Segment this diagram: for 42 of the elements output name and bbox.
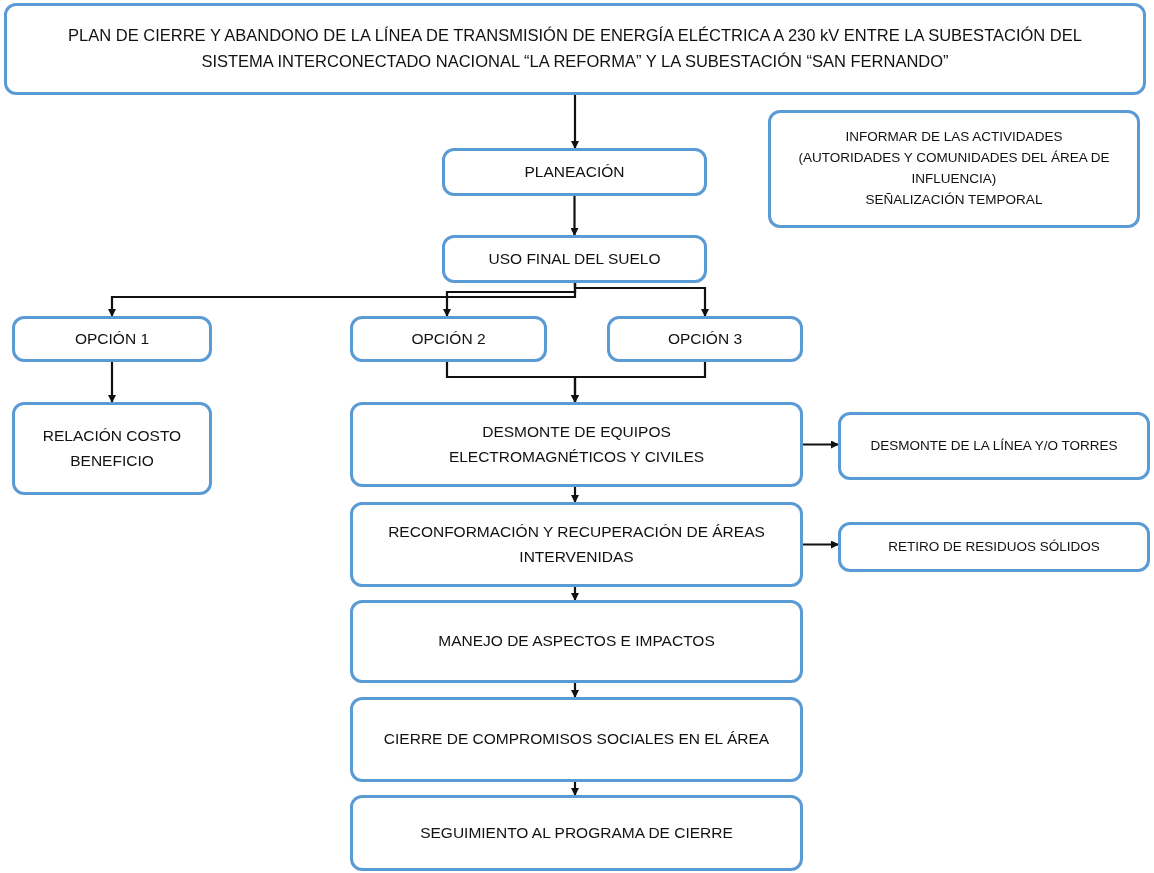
arrow — [108, 362, 116, 403]
process-box — [442, 235, 707, 283]
box-label: OPCIÓN 1 — [74, 329, 150, 349]
box-label: RETIRO DE RESIDUOS SÓLIDOS — [888, 537, 1100, 556]
process-box — [350, 795, 803, 871]
process-box — [350, 600, 803, 683]
process-box — [838, 522, 1150, 572]
process-box — [350, 402, 803, 487]
process-box — [768, 110, 1140, 228]
arrow — [570, 196, 579, 236]
arrow — [571, 683, 579, 698]
box-label: OPCIÓN 3 — [667, 329, 743, 349]
box-label: DESMONTE DE LA LÍNEA Y/O TORRES — [870, 436, 1118, 455]
arrow — [571, 487, 579, 503]
process-box — [4, 3, 1146, 95]
process-box — [442, 148, 707, 196]
box-label: DESMONTE DE EQUIPOS ELECTROMAGNÉTICOS Y CIVILES — [447, 422, 706, 467]
box-label: USO FINAL DEL SUELO — [488, 249, 661, 269]
arrow — [803, 540, 839, 549]
box-label: CIERRE DE COMPROMISOS SOCIALES EN EL ÁREA — [383, 729, 770, 750]
box-label: RELACIÓN COSTO BENEFICIO — [41, 426, 183, 471]
process-box — [607, 316, 803, 362]
box-label: OPCIÓN 2 — [411, 329, 486, 349]
process-box — [838, 412, 1150, 480]
arrow — [573, 283, 709, 317]
box-label: PLANEACIÓN — [524, 162, 625, 182]
process-box — [12, 316, 212, 362]
process-box — [350, 502, 803, 587]
box-label: MANEJO DE ASPECTOS E IMPACTOS — [438, 631, 715, 652]
arrow — [571, 587, 579, 601]
arrow — [571, 362, 707, 403]
box-label: SEÑALIZACIÓN TEMPORAL — [865, 190, 1043, 209]
box-label: INFORMAR DE LAS ACTIVIDADES (AUTORIDADES Y COMUNIDADES DEL ÁREA DE INFLUENCIA) — [797, 128, 1111, 188]
arrow — [571, 95, 579, 149]
box-label: RECONFORMACIÓN Y RECUPERACIÓN DE ÁREAS INTERVENIDAS — [387, 522, 766, 567]
box-label: PLAN DE CIERRE Y ABANDONO DE LA LÍNEA DE TRANSMISIÓN DE ENERGÍA ELÉCTRICA A 230 kV ENTRE LA SUBESTACIÓN DEL SISTEMA INTERCONECTADO NACIONAL “LA REFORMA” Y LA SUBESTACIÓN “SAN FERNANDO” — [67, 25, 1083, 72]
arrow — [803, 440, 839, 449]
process-box — [12, 402, 212, 495]
box-label: SEGUIMIENTO AL PROGRAMA DE CIERRE — [420, 823, 733, 843]
process-box — [350, 697, 803, 782]
process-box — [350, 316, 547, 362]
arrow — [571, 782, 579, 796]
